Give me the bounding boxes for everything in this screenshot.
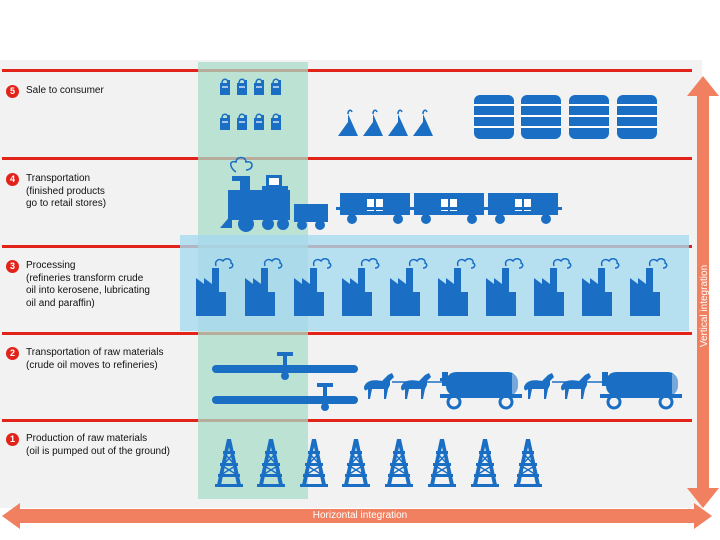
rail-car-icon [484,193,562,224]
refinery-icon [195,258,234,317]
derrick-icon [341,438,371,488]
refinery-icon [485,258,524,317]
stage-3-label: Processing (refineries transform crude o… [26,260,150,310]
stage-4-number: 4 [6,173,19,186]
stage-5-number: 5 [6,85,19,98]
stage-4-label: Transportation (finished products go to … [26,173,106,211]
refinery-icon [629,258,668,317]
barrel-icon [474,95,514,139]
funnel-icon [412,109,434,137]
barrel-icon [617,95,657,139]
oil-can-icon [219,113,231,131]
oil-can-icon [236,113,248,131]
stage-2-line-1: Transportation of raw materials [26,347,164,358]
rail-car-icon [410,193,488,224]
stage-5-line [2,69,692,72]
refinery-icon [581,258,620,317]
derrick-icon [256,438,286,488]
stage-3-line-2: (refineries transform crude [26,272,144,284]
derrick-icon [299,438,329,488]
stage-1-number: 1 [6,433,19,446]
oil-can-icon [253,113,265,131]
stage-3-line-4: oil and paraffin) [26,297,95,309]
funnel-icon [387,109,409,137]
stage-3-line-1: Processing [26,260,76,271]
pipeline-icon [212,352,358,380]
stage-2-label: Transportation of raw materials (crude o… [26,347,163,372]
refinery-icon [341,258,380,317]
derrick-icon [513,438,543,488]
oil-can-icon [236,78,248,96]
refinery-icon [533,258,572,317]
horse-wagon-icon [364,370,524,410]
stage-4-line-3: go to retail stores) [26,198,107,209]
stage-2-line-2: (crude oil moves to refineries) [26,359,158,371]
refinery-icon [293,258,332,317]
stage-2-line [2,332,692,335]
barrel-icon [521,95,561,139]
stage-4-line-2: (finished products [26,185,105,197]
refinery-icon [244,258,283,317]
refinery-icon [389,258,428,317]
oil-can-icon [219,78,231,96]
stage-3-line-3: oil into kerosene, lubricating [26,285,150,296]
oil-can-icon [270,113,282,131]
stage-3-number: 3 [6,260,19,273]
horizontal-arrow [2,503,712,529]
horse-wagon-icon [524,370,684,410]
stage-1-label: Production of raw materials (oil is pump… [26,433,170,458]
stage-4-line-1: Transportation [26,173,91,184]
stage-1-line [2,419,692,422]
stage-5-line-1: Sale to consumer [26,85,104,96]
stage-4-line [2,157,692,160]
rail-car-icon [336,193,414,224]
stage-1-line-2: (oil is pumped out of the ground) [26,445,170,457]
oil-can-icon [270,78,282,96]
vertical-arrow [687,76,719,508]
derrick-icon [427,438,457,488]
funnel-icon [337,109,359,137]
barrel-icon [569,95,609,139]
stage-5-label: Sale to consumer [26,85,104,98]
derrick-icon [214,438,244,488]
funnel-icon [362,109,384,137]
stage-1-line-1: Production of raw materials [26,433,148,444]
derrick-icon [384,438,414,488]
refinery-icon [437,258,476,317]
oil-can-icon [253,78,265,96]
horizontal-integration-label: Horizontal integration [312,510,408,521]
locomotive-icon [220,156,328,232]
pipeline-icon [212,383,358,411]
stage-2-number: 2 [6,347,19,360]
derrick-icon [470,438,500,488]
